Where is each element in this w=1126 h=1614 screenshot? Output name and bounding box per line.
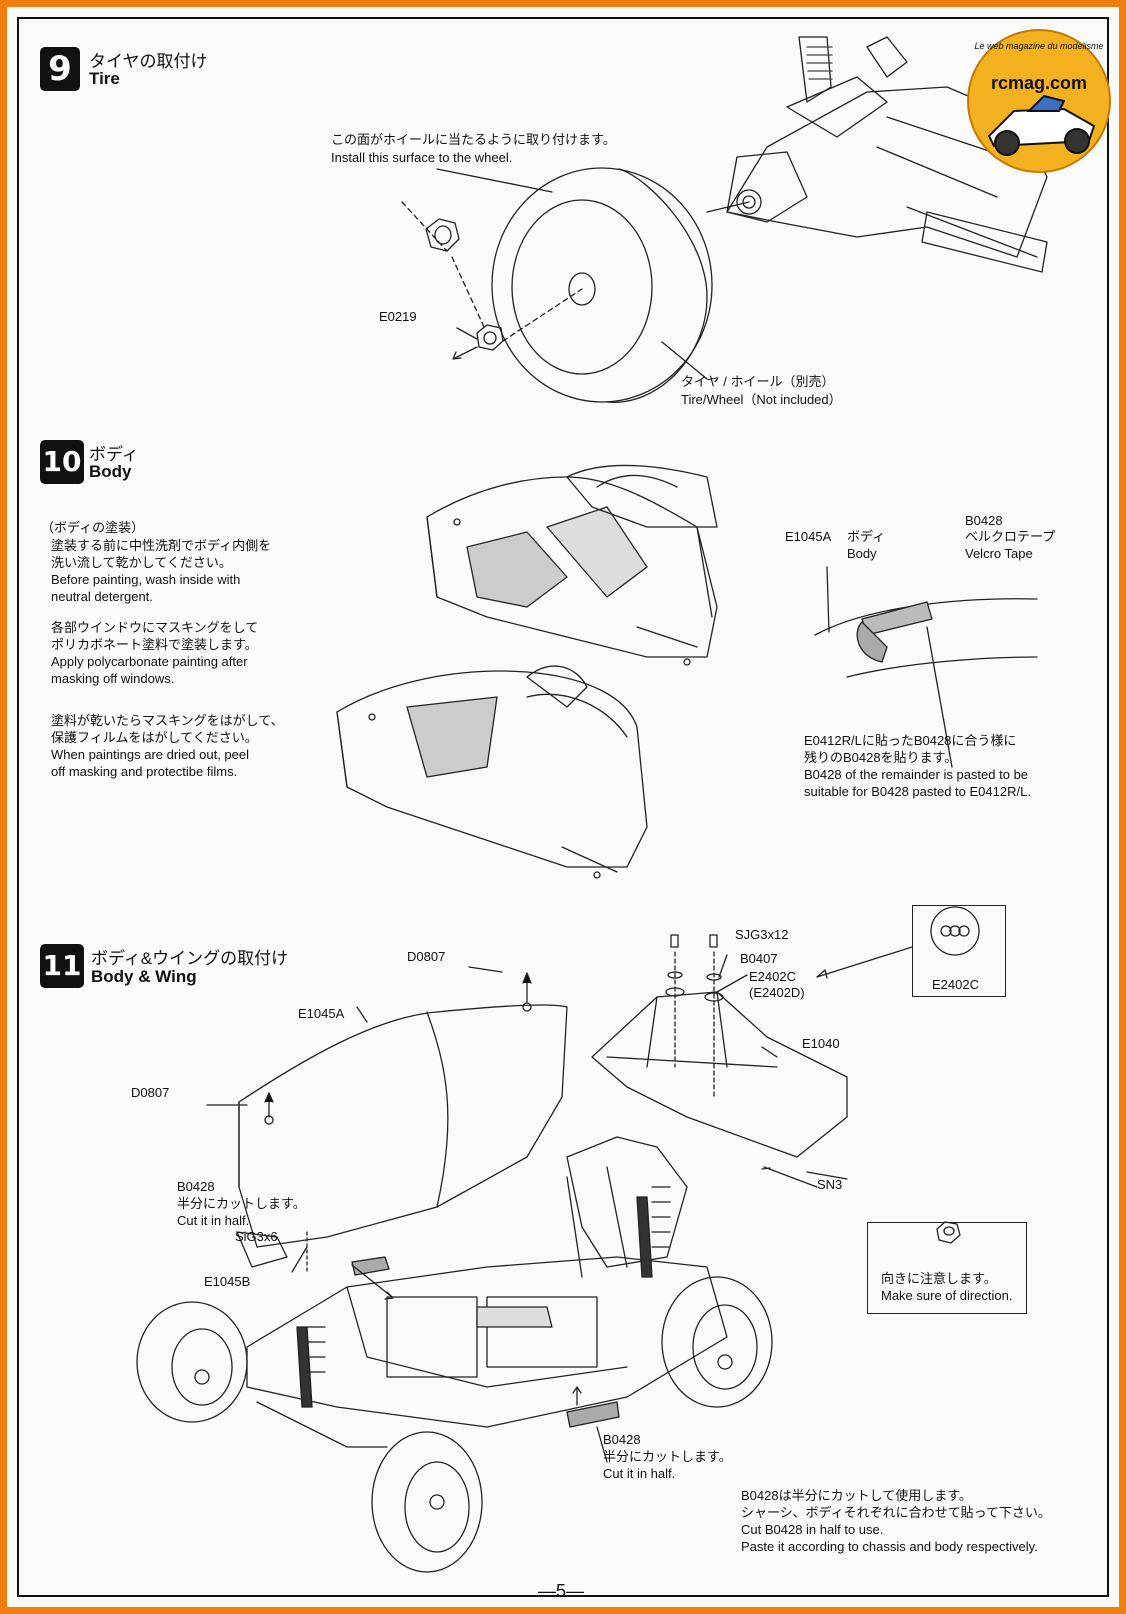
- step-9-title-jp: タイヤの取付け: [89, 52, 208, 71]
- direction-en: Make sure of direction.: [881, 1288, 1013, 1303]
- wing-screw-label: SJG3x12: [735, 927, 789, 942]
- clip-top-label: D0807: [407, 949, 446, 964]
- step-9-title-en: Tire: [89, 69, 120, 88]
- step-11-title-en: Body & Wing: [91, 967, 197, 986]
- step-11-number: 11: [40, 944, 84, 988]
- tape-part-label: B0428: [965, 513, 1003, 528]
- para3-en-2: off masking and protectibe films.: [51, 764, 238, 779]
- rcmag-logo: Le web magazine du modelisme rcmag.com: [967, 29, 1111, 173]
- tape-bottom-en: Cut it in half.: [603, 1466, 676, 1481]
- page-number: —5—: [538, 1581, 585, 1601]
- body-washing-drawing: [426, 464, 718, 666]
- step-9-number: 9: [40, 47, 80, 91]
- para2-en-1: Apply polycarbonate painting after: [51, 654, 248, 669]
- rear-wing-drawing: [591, 934, 848, 1188]
- velcro-note-jp-2: 残りのB0428を貼ります。: [804, 750, 958, 765]
- body-shell-label: E1045A: [298, 1006, 345, 1021]
- logo-tagline: Le web magazine du modelisme: [974, 41, 1104, 51]
- page-frame: [17, 17, 1109, 1597]
- tape-jp-label: ベルクロテープ: [965, 529, 1056, 544]
- step-11-title-jp: ボディ&ウイングの取付け: [91, 949, 289, 968]
- direction-jp: 向きに注意します。: [881, 1271, 997, 1286]
- velcro-note-en-1: B0428 of the remainder is pasted to be: [804, 767, 1029, 782]
- para1-en-2: neutral detergent.: [51, 589, 153, 604]
- paint-heading: （ボディの塗装）: [41, 520, 145, 535]
- wing-label: E1040: [802, 1036, 840, 1051]
- rear-screw-label: SiG3x6: [235, 1229, 278, 1244]
- tape-bottom-part: B0428: [603, 1432, 641, 1447]
- para2-jp-2: ポリカボネート塗料で塗装します。: [51, 637, 258, 652]
- button-inset-drawing: [930, 906, 980, 956]
- body-painting-drawing: [336, 665, 648, 879]
- button-inset-box: [912, 905, 1006, 997]
- step-10-title-en: Body: [89, 462, 132, 481]
- logo-car-icon: [987, 94, 1096, 156]
- step-10-number: 10: [40, 440, 84, 484]
- step-9-tire-jp: タイヤ / ホイール（別売）: [681, 374, 835, 389]
- button-inset-label: E2402C: [932, 977, 979, 992]
- step-9-note-en: Install this surface to the wheel.: [331, 150, 513, 165]
- final-note-en-2: Paste it according to chassis and body r…: [741, 1539, 1038, 1554]
- step-9-nut-part: E0219: [379, 309, 417, 324]
- button-alt-label: (E2402D): [749, 985, 805, 1000]
- nut-label: SN3: [817, 1177, 843, 1192]
- step-9-note-jp: この面がホイールに当たるように取り付けます。: [331, 132, 616, 147]
- clip-left-label: D0807: [131, 1085, 170, 1100]
- logo-name: rcmag.com: [990, 73, 1088, 93]
- tape-left-part: B0428: [177, 1179, 215, 1194]
- wheel-nut-drawing: [401, 201, 583, 360]
- velcro-detail-drawing: [814, 566, 1038, 768]
- suspension-hub-drawing: [706, 36, 1048, 273]
- final-note-jp-1: B0428は半分にカットして使用します。: [741, 1488, 972, 1503]
- velcro-note-jp-1: E0412R/Lに貼ったB0428に合う様に: [804, 733, 1017, 748]
- assembly-illustrations: [136, 36, 1048, 1573]
- para1-en-1: Before painting, wash inside with: [51, 572, 241, 587]
- wheels-drawing: [136, 1276, 773, 1573]
- tape-left-jp: 半分にカットします。: [177, 1196, 306, 1211]
- body-jp-label: ボディ: [847, 529, 886, 544]
- body-part-label: E1045A: [785, 529, 832, 544]
- para1-jp-2: 洗い流して乾かしてください。: [51, 555, 232, 570]
- car-body-shell-drawing: [238, 972, 568, 1248]
- rear-part-label: E1045B: [204, 1274, 251, 1289]
- final-note-jp-2: シャーシ、ボディそれぞれに合わせて貼って下さい。: [741, 1505, 1051, 1520]
- body-en-label: Body: [847, 546, 877, 561]
- final-note-en-1: Cut B0428 in half to use.: [741, 1522, 884, 1537]
- para3-jp-1: 塗料が乾いたらマスキングをはがして、: [51, 713, 284, 728]
- para3-jp-2: 保護フィルムをはがしてください。: [51, 730, 258, 745]
- button-label: E2402C: [749, 969, 796, 984]
- tape-bottom-jp: 半分にカットします。: [603, 1449, 732, 1464]
- para2-jp-1: 各部ウインドウにマスキングをして: [51, 620, 259, 635]
- step-9-tire-en: Tire/Wheel（Not included）: [681, 392, 842, 407]
- tire-wheel-drawing: [491, 167, 713, 403]
- direction-inset-box: [867, 1222, 1027, 1314]
- para2-en-2: masking off windows.: [51, 671, 175, 686]
- chassis-drawing: [236, 1136, 728, 1428]
- para1-jp-1: 塗装する前に中性洗剤でボディ内側を: [51, 538, 272, 553]
- step-10-title-jp: ボディ: [89, 445, 139, 464]
- tape-left-en: Cut it in half.: [177, 1213, 250, 1228]
- para3-en-1: When paintings are dried out, peel: [51, 747, 250, 762]
- tape-en-label: Velcro Tape: [965, 546, 1033, 561]
- velcro-note-en-2: suitable for B0428 pasted to E0412R/L.: [804, 784, 1031, 799]
- washer-label: B0407: [740, 951, 778, 966]
